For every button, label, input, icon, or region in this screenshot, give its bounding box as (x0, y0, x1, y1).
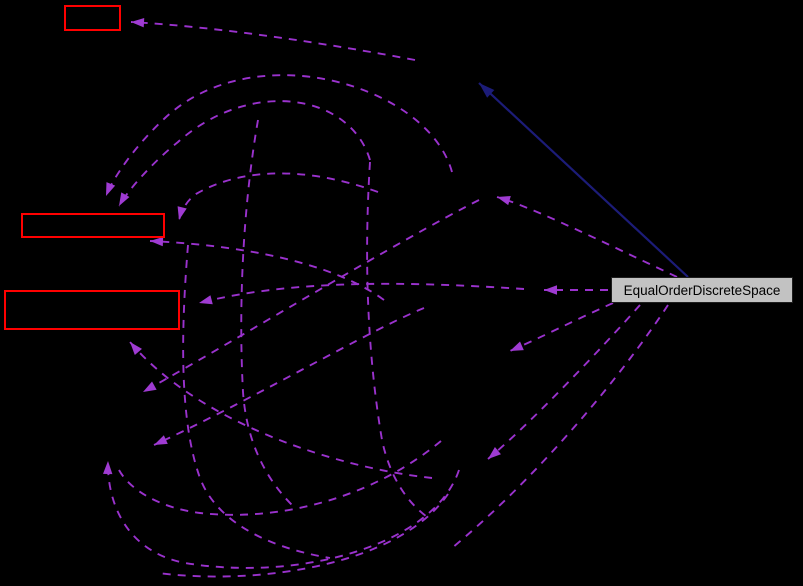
node-box-top-left[interactable] (64, 5, 121, 31)
edge-arc-top-outer (105, 74, 453, 197)
edge-to-bottom (451, 304, 669, 549)
edge-to-center-upper (496, 196, 678, 278)
edge-to-box-top-left (130, 18, 416, 61)
node-box-lower-left[interactable] (4, 290, 180, 330)
edge-mid-to-box2-right (177, 172, 379, 221)
edge-swoop-inner (118, 440, 442, 516)
edge-to-center-lower (487, 304, 641, 460)
edge-to-center-mid (509, 302, 614, 352)
edge-mid-to-box3-right (198, 282, 525, 305)
node-box-mid-left[interactable] (21, 213, 165, 238)
edge-inheritance-solid (478, 82, 689, 278)
edge-arc-top-inner (118, 100, 371, 207)
edge-diag-to-lower-2 (153, 307, 425, 446)
edge-swoop-outer (103, 460, 460, 569)
edge-to-box3-bottom (129, 341, 433, 479)
edge-loop-left (182, 244, 331, 559)
edge-swoop-bottom (157, 493, 449, 578)
edge-mid-to-box2-bottom (149, 236, 385, 301)
edge-loop-center (366, 161, 431, 520)
edge-diag-to-lower-1 (142, 199, 480, 393)
edge-loop-inner-left (240, 119, 293, 506)
node-equal-order-discrete-space[interactable]: EqualOrderDiscreteSpace (611, 277, 793, 303)
